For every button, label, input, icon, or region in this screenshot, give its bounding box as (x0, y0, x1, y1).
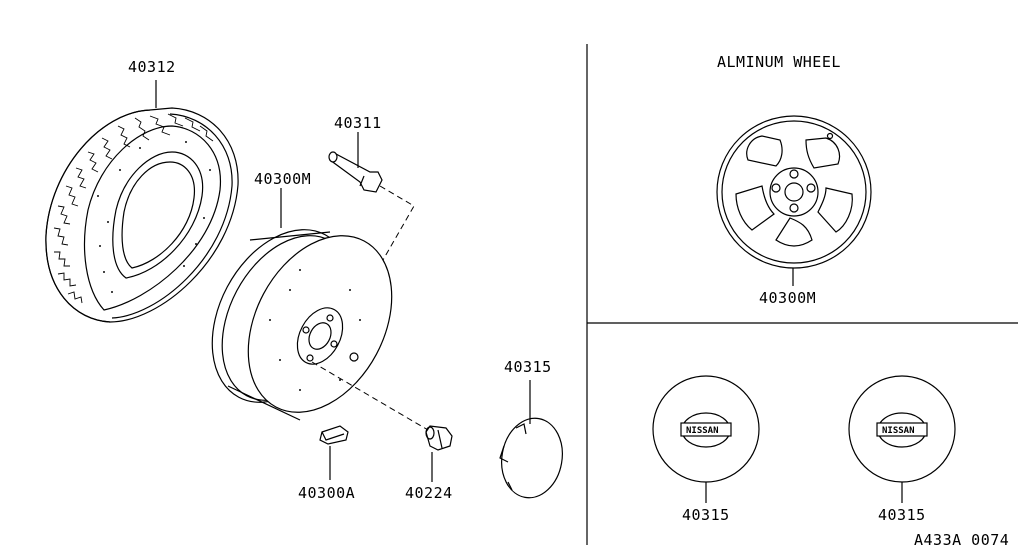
nut-dashline (311, 361, 429, 431)
center-cap-exploded (499, 417, 563, 499)
label-alloy-wheel: 40300M (759, 289, 816, 307)
alloy-wheel-title: ALMINUM WHEEL (717, 53, 841, 71)
diagram-code: A433A 0074 (914, 531, 1009, 549)
panel-dividers (586, 44, 1018, 545)
label-cap-exploded: 40315 (504, 358, 552, 376)
logo-left: NISSAN (686, 426, 719, 436)
center-cap-left: NISSAN (652, 375, 760, 483)
label-wheel-nut: 40224 (405, 484, 453, 502)
label-tire: 40312 (128, 58, 176, 76)
label-cap-left: 40315 (682, 506, 730, 524)
steel-wheel (211, 229, 393, 421)
tire-stipple (97, 140, 211, 293)
label-steel-wheel: 40300M (254, 170, 311, 188)
balance-weight (319, 425, 349, 445)
wheel-nut (425, 425, 453, 451)
wheel-stipple (268, 268, 361, 391)
alloy-wheel (716, 115, 872, 269)
tire (45, 107, 239, 323)
label-cap-right: 40315 (878, 506, 926, 524)
label-valve: 40311 (334, 114, 382, 132)
label-balance-weight: 40300A (298, 484, 355, 502)
logo-right: NISSAN (882, 426, 915, 436)
valve-stem (328, 151, 383, 193)
center-cap-right: NISSAN (848, 375, 956, 483)
